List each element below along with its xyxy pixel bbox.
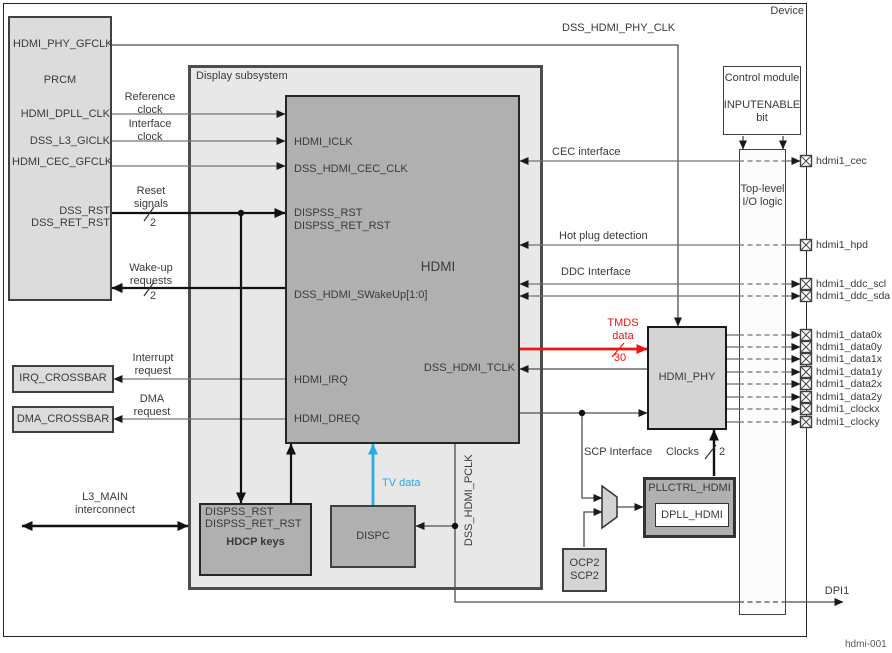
dpll-hdmi-block (655, 503, 729, 527)
prcm-signal-hdmi-phy-gfclk: HDMI_PHY_GFCLK (13, 38, 113, 50)
dma-crossbar-label: DMA_CROSSBAR (16, 413, 110, 425)
l3-main-interconnect-label: L3_MAIN interconnect (75, 491, 135, 516)
figure-id: hdmi-001 (845, 639, 887, 650)
tmds-bus-width: 30 (613, 352, 627, 364)
pin-label-hdmi1-data2x: hdmi1_data2x (816, 378, 882, 390)
prcm-signal-dss-l3-giclk: DSS_L3_GICLK (29, 135, 110, 147)
clocks-bus-width: 2 (719, 446, 726, 458)
prcm-signal-hdmi-dpll-clk: HDMI_DPLL_CLK (20, 108, 110, 120)
pin-label-hdmi1-clockx: hdmi1_clockx (816, 403, 880, 415)
device-label: Device (770, 5, 804, 17)
top-level-io-logic-block (739, 149, 786, 615)
prcm-signal-dss-ret-rst: DSS_RET_RST (31, 217, 110, 229)
ddc-interface-label: DDC Interface (561, 266, 631, 278)
dma-crossbar-block (12, 406, 114, 433)
hdmi-signal-tclk: DSS_HDMI_TCLK (423, 362, 515, 374)
wakeup-bus-width: 2 (149, 290, 157, 302)
hdmi-signal-dreq: HDMI_DREQ (294, 413, 361, 425)
hdmi-signal-dispss-ret-rst: DISPSS_RET_RST (294, 220, 391, 232)
prcm-title: PRCM (43, 74, 77, 86)
dispc-title: DISPC (356, 530, 390, 542)
hdmi-signal-dispss-rst: DISPSS_RST (294, 207, 363, 219)
pin-label-hdmi1-hpd: hdmi1_hpd (816, 239, 868, 251)
hdmi-signal-swakeup: DSS_HDMI_SWakeUp[1:0] (294, 289, 428, 301)
hdcp-keys-block (199, 503, 312, 576)
dss-hdmi-phy-clk-label: DSS_HDMI_PHY_CLK (562, 22, 676, 34)
prcm-signal-hdmi-cec-gfclk: HDMI_CEC_GFCLK (12, 156, 113, 168)
reset-signals-label: Reset signals (133, 185, 169, 210)
tmds-data-label: TMDS data (607, 317, 639, 342)
cec-interface-label: CEC interface (552, 146, 621, 158)
hdmi-block (285, 95, 520, 444)
ocp2scp2-title: OCP2 SCP2 (569, 557, 600, 582)
irq-crossbar-label: IRQ_CROSSBAR (19, 372, 107, 384)
control-module-title: Control module (724, 72, 800, 84)
dss-hdmi-pclk-label: DSS_HDMI_PCLK (462, 454, 475, 547)
inputenable-bit-label: INPUTENABLE bit (723, 99, 801, 124)
wakeup-requests-label: Wake-up requests (129, 262, 173, 287)
display-subsystem-title: Display subsystem (196, 70, 288, 82)
control-module-block (723, 66, 801, 135)
hdmi-signal-cec-clk: DSS_HDMI_CEC_CLK (294, 163, 408, 175)
pin-label-hdmi1-data2y: hdmi1_data2y (816, 391, 882, 403)
reference-clock-label: Reference clock (124, 91, 176, 116)
dpi1-label: DPI1 (824, 585, 850, 597)
prcm-signal-dss-rst: DSS_RST (59, 205, 110, 217)
clock-mux (601, 484, 618, 530)
hdmi-signal-irq: HDMI_IRQ (294, 374, 348, 386)
scp-interface-label: SCP Interface (584, 446, 653, 458)
pin-label-hdmi1-ddc-scl: hdmi1_ddc_scl (816, 278, 887, 290)
top-level-io-logic-title: Top-level I/O logic (740, 183, 785, 208)
dispc-block (330, 505, 416, 568)
irq-crossbar-block (12, 365, 114, 393)
pin-label-hdmi1-data1y: hdmi1_data1y (816, 366, 882, 378)
tv-data-label: TV data (382, 477, 421, 489)
pad-symbols (799, 154, 813, 429)
pin-label-hdmi1-data0x: hdmi1_data0x (816, 329, 882, 341)
pin-label-hdmi1-data1x: hdmi1_data1x (816, 353, 882, 365)
hot-plug-detection-label: Hot plug detection (559, 230, 648, 242)
pin-label-hdmi1-cec: hdmi1_cec (816, 155, 867, 167)
hdcp-signal-dispss-ret-rst: DISPSS_RET_RST (205, 518, 302, 530)
dpll-hdmi-title: DPLL_HDMI (661, 509, 723, 521)
interrupt-request-label: Interrupt request (132, 352, 174, 377)
hdcp-keys-title: HDCP keys (226, 536, 285, 548)
interface-clock-label: Interface clock (128, 118, 172, 143)
ocp2scp2-block (562, 548, 607, 592)
hdmi-phy-block (647, 326, 727, 430)
reset-bus-width: 2 (149, 217, 157, 229)
pin-label-hdmi1-clocky: hdmi1_clocky (816, 416, 880, 428)
hdmi-title: HDMI (420, 259, 456, 274)
pllctrl-hdmi-title: PLLCTRL_HDMI (648, 482, 731, 494)
hdmi-phy-title: HDMI_PHY (658, 371, 716, 383)
clocks-label: Clocks (666, 446, 700, 458)
hdmi-signal-iclk: HDMI_ICLK (294, 136, 353, 148)
pin-label-hdmi1-ddc-sda: hdmi1_ddc_sda (816, 290, 891, 302)
hdcp-signal-dispss-rst: DISPSS_RST (205, 506, 274, 518)
dma-request-label: DMA request (133, 393, 171, 418)
prcm-block (8, 16, 112, 301)
pin-label-hdmi1-data0y: hdmi1_data0y (816, 341, 882, 353)
